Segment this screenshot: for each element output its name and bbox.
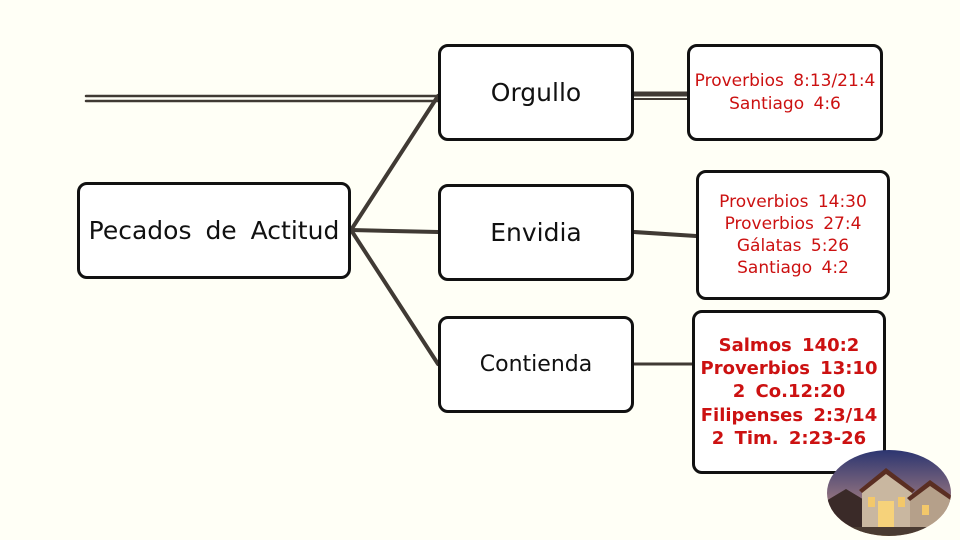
reference-item: Gálatas 5:26 xyxy=(736,236,850,256)
reference-item: Proverbios 13:10 xyxy=(700,357,878,379)
reference-item: Filipenses 2:3/14 xyxy=(700,404,878,426)
references-envidia: Proverbios 14:30 Proverbios 27:4 Gálatas… xyxy=(696,170,890,300)
category-node-orgullo: Orgullo xyxy=(438,44,634,141)
category-node-contienda: Contienda xyxy=(438,316,634,413)
reference-item: Proverbios 27:4 xyxy=(724,213,862,234)
root-node: Pecados de Actitud xyxy=(77,182,351,279)
reference-item: Santiago 4:2 xyxy=(737,258,849,279)
category-label: Orgullo xyxy=(490,78,582,107)
root-node-label: Pecados de Actitud xyxy=(88,216,340,245)
reference-item: 2 Tim. 2:23-26 xyxy=(711,428,867,450)
category-node-envidia: Envidia xyxy=(438,184,634,281)
references-orgullo: Proverbios 8:13/21:4 Santiago 4:6 xyxy=(687,44,883,141)
reference-item: Santiago 4:6 xyxy=(729,93,841,114)
reference-item: Proverbios 8:13/21:4 xyxy=(694,71,876,92)
category-label: Envidia xyxy=(490,218,582,247)
reference-item: Proverbios 14:30 xyxy=(719,191,867,212)
reference-item: Salmos 140:2 xyxy=(718,334,860,356)
church-photo xyxy=(827,450,951,536)
reference-item: 2 Co.12:20 xyxy=(732,381,846,403)
category-label: Contienda xyxy=(479,352,593,377)
references-contienda: Salmos 140:2 Proverbios 13:10 2 Co.12:20… xyxy=(692,310,886,474)
